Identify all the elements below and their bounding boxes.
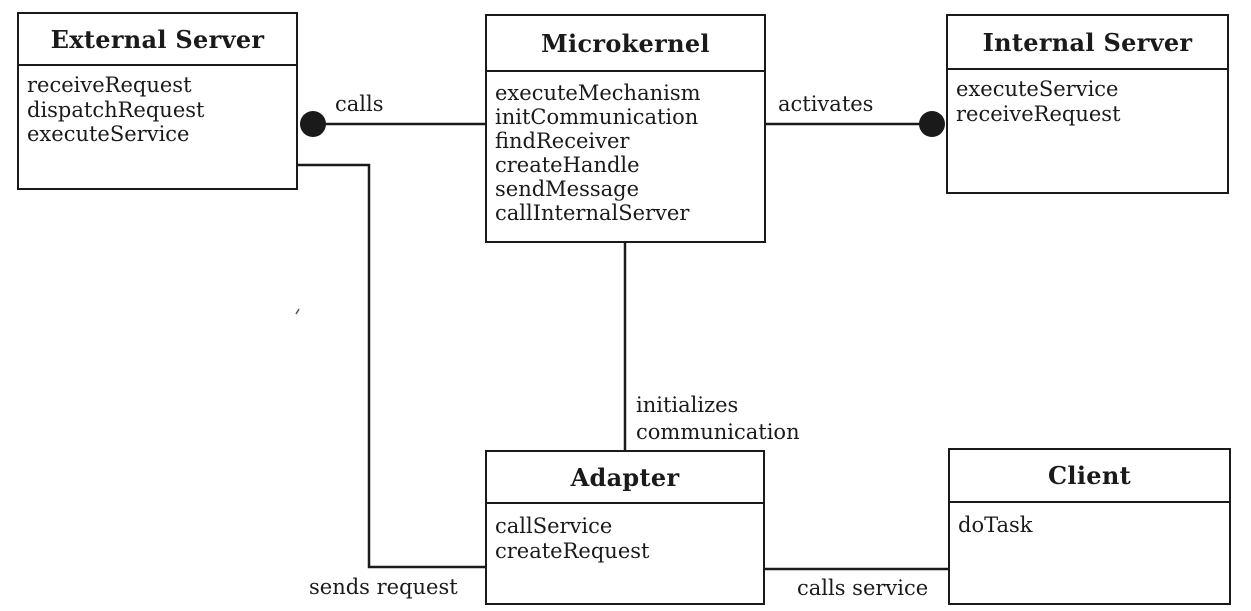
operation: callInternalServer — [495, 201, 690, 225]
initializes-label-line2: communication — [636, 420, 800, 444]
operations-list: receiveRequest dispatchRequest executeSe… — [19, 66, 296, 147]
activates-label: activates — [778, 92, 874, 116]
sends-request-line — [298, 163, 485, 569]
class-name: Client — [950, 450, 1229, 503]
class-name: Microkernel — [487, 16, 764, 72]
calls-end-dot — [300, 111, 326, 137]
operation: findReceiver — [495, 129, 630, 153]
activates-end-dot — [919, 111, 945, 137]
class-name: External Server — [19, 14, 296, 66]
sends-request-label: sends request — [309, 575, 458, 599]
operation: receiveRequest — [27, 73, 192, 97]
operations-list: executeService receiveRequest — [948, 70, 1227, 126]
class-external-server: External Server receiveRequest dispatchR… — [17, 12, 298, 190]
class-client: Client doTask — [948, 448, 1231, 605]
operation: sendMessage — [495, 177, 640, 201]
operation: executeService — [956, 77, 1119, 101]
operation: executeService — [27, 122, 190, 146]
operation: initCommunication — [495, 105, 699, 129]
calls-service-label: calls service — [797, 576, 929, 600]
calls-label: calls — [335, 92, 384, 116]
operation: receiveRequest — [956, 101, 1121, 126]
operations-list: doTask — [950, 503, 1229, 538]
operations-list: callService createRequest — [487, 504, 763, 563]
class-internal-server: Internal Server executeService receiveRe… — [946, 14, 1229, 194]
operation: dispatchRequest — [27, 97, 205, 122]
operation: callService — [495, 514, 613, 538]
operation: createRequest — [495, 538, 650, 563]
class-name: Adapter — [487, 452, 763, 504]
stray-mark — [295, 308, 300, 315]
operation: executeMechanism — [495, 81, 701, 105]
operation: createHandle — [495, 153, 640, 177]
operations-list: executeMechanism initCommunication findR… — [487, 72, 764, 225]
initializes-label-line1: initializes — [636, 393, 739, 417]
class-adapter: Adapter callService createRequest — [485, 450, 765, 605]
class-microkernel: Microkernel executeMechanism initCommuni… — [485, 14, 766, 243]
class-name: Internal Server — [948, 16, 1227, 70]
operation: doTask — [958, 513, 1033, 537]
